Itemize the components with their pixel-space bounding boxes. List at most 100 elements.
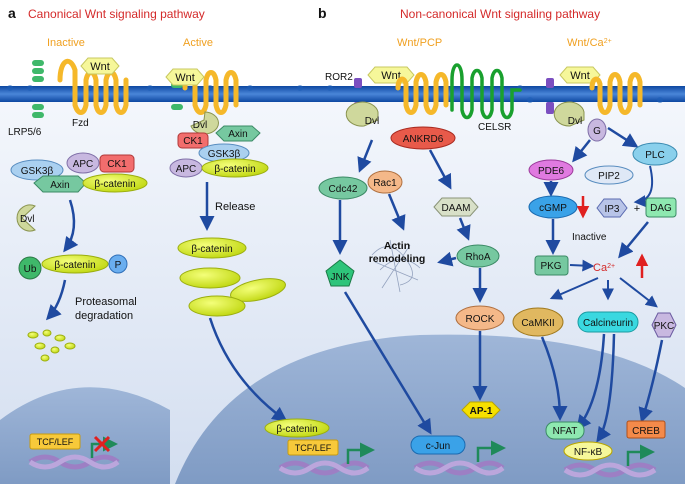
dna-strand-active2 [278,460,370,476]
pip2-molecule [584,165,634,185]
ror2-label: ROR2 [325,72,353,83]
fzd-receptor-inactive [57,58,129,115]
wnt-label-pcp: Wnt [381,70,401,82]
lrp-label: LRP5/6 [8,127,42,138]
panel-a-title: Canonical Wnt signaling pathway [28,7,205,21]
dna-strand-a2 [28,454,120,470]
panel-b-letter: b [318,5,327,21]
ankrd6-protein [390,126,456,150]
arrow-calcineurin-nfkb [596,333,616,443]
dna-strand-pcp2 [413,460,505,476]
transcription-arrow-a [90,436,118,458]
tcf-label-active: TCF/LEF [295,443,332,453]
wnt-label-ca: Wnt [570,70,590,82]
actin-label-2: remodeling [369,253,426,265]
cjun-protein [410,435,466,455]
inactive-subtitle: Inactive [47,37,85,49]
dvl-label-ca: Dvl [568,116,582,127]
bcat-complex-active [201,158,269,178]
pde6-label: PDE6 [538,166,565,177]
pde6-protein [528,159,574,181]
arrow-ip3-ca [618,221,649,259]
plc-label: PLC [645,150,664,161]
cgmp-label: cGMP [539,203,567,214]
tcf-lef-inactive [29,433,81,450]
ap1-protein [461,401,501,419]
ck1-label: CK1 [107,159,127,170]
tcf-label-a: TCF/LEF [37,437,74,447]
actin-label-1: Actin [384,240,410,252]
rac1-label: Rac1 [373,178,397,189]
arrow-daam-rhoa [456,217,471,241]
degradation-label: degradation [75,310,133,322]
phosphate [108,254,128,274]
actin-filaments [371,239,421,293]
bcat-label-nuclear: β-catenin [276,424,317,435]
wnt-ligand-active [165,68,205,86]
dvl-label-active: Dvl [193,120,207,131]
ap1-label: AP-1 [470,406,493,417]
ck1-protein-active [177,132,209,149]
bcat-label-active: β-catenin [214,164,255,175]
gsk3b-label: GSK3β [21,166,54,177]
dvl-label-inactive: Dvl [20,214,34,225]
bcat-ubiquitinated [41,254,109,274]
transcription-arrow-pcp [476,440,506,462]
ub-protein [18,256,42,280]
arrow-calcineurin-nfat [576,333,606,431]
dvl-protein-pcp [345,101,379,127]
cjun-label: c-Jun [426,441,450,452]
wnt-ligand-ca [559,66,601,84]
ip3-label: IP3 [604,204,619,215]
rock-protein [455,305,505,331]
ck1-protein [99,154,135,173]
nfkb-protein [563,441,613,461]
proteasomal-label: Proteasomal [75,296,137,308]
celsr-label: CELSR [478,122,511,133]
gsk3b-protein [10,159,64,181]
nucleus-a [0,387,170,484]
dag-molecule [645,197,677,218]
bcat-nuclear [264,418,330,438]
celsr-receptor [450,63,522,120]
cell-membrane [0,86,685,102]
rac1-protein [367,170,403,194]
bcat-free [177,237,247,259]
arrow-pkc-creb [638,339,664,423]
apc-protein [66,152,100,174]
dna-strand-ca [563,462,657,478]
calcineurin-label: Calcineurin [583,318,633,329]
dvl-label-pcp: Dvl [365,116,379,127]
wnt-label-active: Wnt [175,72,195,84]
dvl-protein-inactive [16,204,36,232]
rock-label: ROCK [466,314,495,325]
calcium-label: Ca2+ [593,262,615,274]
bcat-accum-2 [230,278,286,302]
pip2-label: PIP2 [598,171,620,182]
panel-b-title: Non-canonical Wnt signaling pathway [400,7,600,21]
arrow-ca-pkc [619,277,658,308]
bcat-accum-1 [179,267,241,289]
apc-label: APC [73,159,94,170]
wnt-label: Wnt [90,61,110,73]
creb-protein [626,420,666,439]
dna-strand-ca2 [563,462,657,478]
inactive-label: Inactive [572,232,607,243]
arrow-plc-pip2 [633,165,654,208]
arrow-pkg-ca [569,259,595,272]
block-x-mark [93,435,111,453]
camkii-protein [512,307,564,337]
transcription-arrow-active [346,442,375,464]
arrow-degradation-1 [63,199,79,253]
jnk-label: JNK [331,272,350,283]
dvl-protein-ca [553,101,585,127]
cdc42-label: Cdc42 [329,184,358,195]
dna-strand-a [28,454,120,470]
active-subtitle: Active [183,37,213,49]
arrow-ankrd6-daam [428,149,452,190]
arrow-ca-camkii [549,277,599,300]
ca-subtitle: Wnt/Ca2+ [567,37,612,49]
dna-strand-active [278,460,370,476]
pkc-protein [651,312,677,338]
